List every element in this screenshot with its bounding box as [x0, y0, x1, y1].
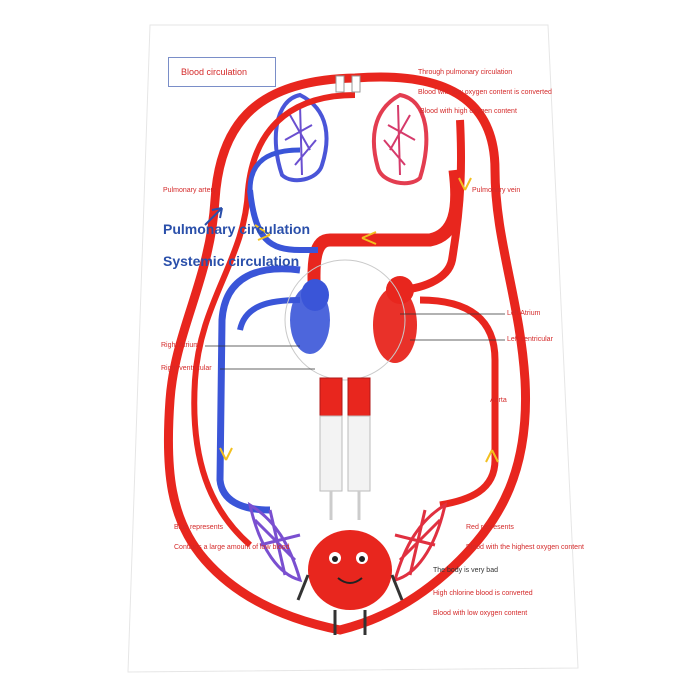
label-highest-oxygen: Blood with the highest oxygen content: [466, 544, 584, 551]
label-high-blood-converted: High chlorine blood is converted: [433, 590, 533, 597]
label-left-atrium: Left Atrium: [507, 310, 541, 317]
label-contains-low-blood: Contains a large amount of low blood: [174, 544, 290, 551]
pulmonary-circulation-label: Pulmonary circulation: [163, 221, 311, 237]
lungs: [273, 92, 429, 186]
pulmonary-artery: [247, 189, 318, 253]
heart: [284, 259, 417, 381]
left-atrium: [386, 276, 414, 304]
outer-artery-loop: [163, 72, 531, 635]
right-lung: [371, 92, 429, 186]
label-pulmonary-artery: Pulmonary artery: [163, 187, 217, 194]
arrow-icon: [361, 231, 377, 245]
vena-cava: [216, 265, 301, 514]
body-character: [296, 530, 404, 635]
arrow-icon: [254, 224, 271, 241]
label-left-ventricular: Left ventricular: [507, 336, 553, 343]
label-aorta: Aorta: [490, 397, 507, 404]
label-high-oxygen: Blood with high oxygen content: [420, 108, 517, 115]
label-right-ventricular: Right ventricular: [161, 365, 212, 372]
arrow-icon: [458, 177, 472, 191]
label-through-pulmonary: Through pulmonary circulation: [418, 69, 513, 76]
label-low-oxygen-content: Blood with low oxygen content: [433, 610, 528, 617]
body-capillaries-left: [247, 501, 303, 583]
flow-arrows: [219, 177, 499, 463]
white-board: [127, 24, 579, 673]
label-blue-represents: Blue represents: [174, 524, 224, 531]
label-body-is-very-bad: The body is very bad: [433, 567, 498, 574]
left-ventricle: [373, 287, 417, 363]
label-low-oxygen-converted: Blood with low oxygen content is convert…: [418, 89, 552, 96]
syringes: [319, 377, 371, 520]
label-pulmonary-vein: Pulmonary vein: [472, 187, 521, 194]
pointer-arrow-icon: [204, 207, 223, 226]
page-title: Blood circulation: [181, 67, 248, 77]
leader-lines: [205, 313, 505, 370]
label-right-atrium: Right Atrium: [161, 342, 200, 349]
title-box: Blood circulation: [168, 57, 276, 87]
arrow-icon: [219, 447, 233, 461]
label-red-represents: Red represents: [466, 524, 514, 531]
arrow-icon: [485, 449, 499, 463]
systemic-circulation-label: Systemic circulation: [163, 253, 300, 269]
